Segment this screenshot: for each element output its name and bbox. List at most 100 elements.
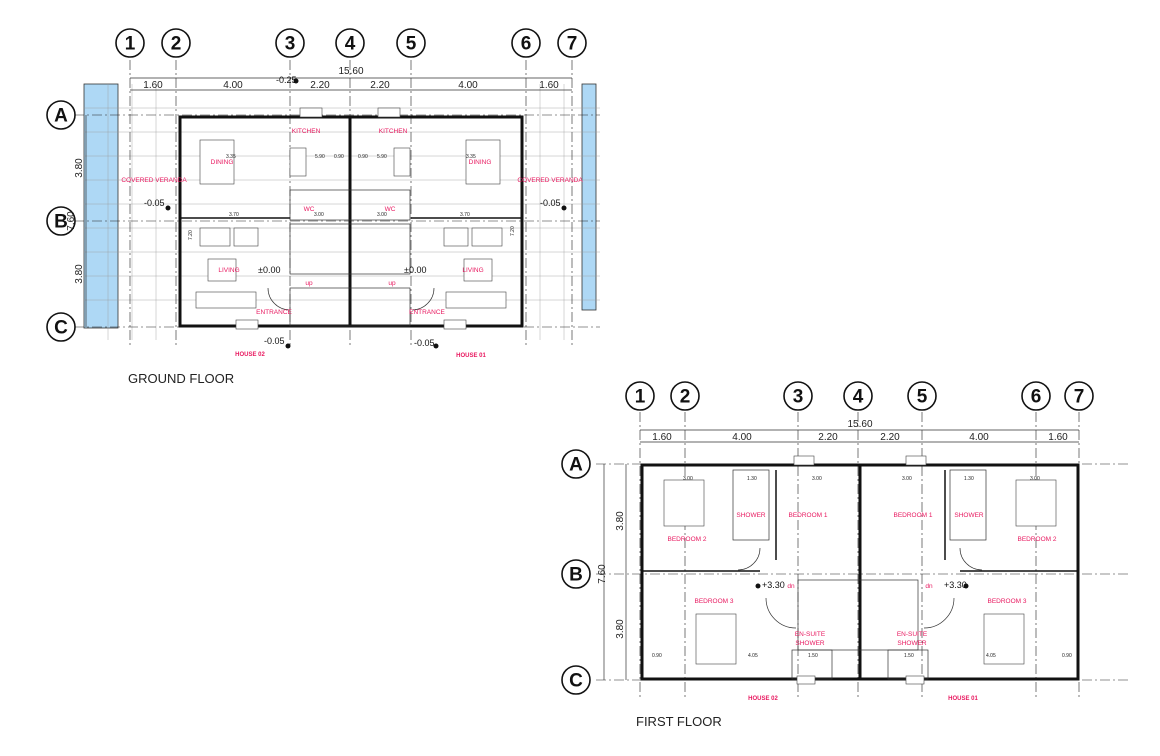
svg-text:3.00: 3.00 <box>683 476 693 482</box>
grid-col-4: 4 <box>345 34 356 55</box>
grid-col-6: 6 <box>521 34 532 55</box>
grid-col-2: 2 <box>171 34 182 55</box>
level-top-step: -0.25 <box>276 75 297 85</box>
first-inner-dimensions: 3.00 3.00 3.00 3.00 1.30 1.30 4.05 4.05 … <box>652 476 1072 659</box>
svg-text:4.05: 4.05 <box>748 653 758 659</box>
svg-text:7.20: 7.20 <box>188 230 194 240</box>
grid-row-A: A <box>54 106 68 127</box>
level-entrance-right: -0.05 <box>414 338 435 348</box>
ground-levels: -0.25 -0.05 -0.05 ±0.00 ±0.00 -0.05 -0.0… <box>144 75 567 349</box>
stair-dn-left: dn <box>787 583 795 590</box>
first-row-markers: A B C <box>561 449 591 695</box>
dim-col-1-2: 1.60 <box>143 80 163 91</box>
dim-col-3-4: 2.20 <box>310 80 330 91</box>
first-grid-col-3: 3 <box>793 387 804 408</box>
room-veranda-right: COVERED VERANDA <box>517 177 583 184</box>
room-living-left: LIVING <box>218 267 239 274</box>
svg-text:3.00: 3.00 <box>812 476 822 482</box>
level-floor-left: ±0.00 <box>258 265 280 275</box>
room-shower-left: SHOWER <box>736 512 766 519</box>
first-grid-row-C: C <box>569 671 583 692</box>
pool-left <box>83 83 119 329</box>
svg-text:2.20: 2.20 <box>880 432 900 443</box>
dim-col-5-6: 4.00 <box>458 80 478 91</box>
first-grid-col-5: 5 <box>917 387 928 408</box>
svg-text:7.20: 7.20 <box>510 226 516 236</box>
first-room-labels: BEDROOM 2 BEDROOM 2 SHOWER SHOWER BEDROO… <box>667 512 1056 702</box>
first-column-markers: 1 2 3 4 5 6 7 <box>625 381 1094 411</box>
first-grid-row-B: B <box>569 565 583 586</box>
room-entrance-right: ENTRANCE <box>409 309 445 316</box>
room-ensuite-right-2: SHOWER <box>897 640 927 647</box>
svg-text:3.70: 3.70 <box>229 212 239 218</box>
svg-text:1.50: 1.50 <box>808 653 818 659</box>
svg-text:3.80: 3.80 <box>615 619 626 639</box>
room-dining-right: DINING <box>469 159 492 166</box>
svg-text:1.50: 1.50 <box>904 653 914 659</box>
svg-text:3.35: 3.35 <box>226 154 236 160</box>
first-levels: +3.30 +3.30 <box>755 580 969 590</box>
grid-col-5: 5 <box>406 34 417 55</box>
stair-up-left: up <box>305 280 313 287</box>
ground-walls <box>178 107 524 330</box>
room-kitchen-right: KITCHEN <box>379 128 408 135</box>
dim-row-B-C: 3.80 <box>74 264 85 284</box>
first-house-label-left: HOUSE 02 <box>748 696 778 702</box>
level-veranda-right: -0.05 <box>540 198 561 208</box>
stair-up-right: up <box>388 280 396 287</box>
svg-text:3.00: 3.00 <box>902 476 912 482</box>
svg-text:7.60: 7.60 <box>597 564 608 584</box>
room-bedroom1-right: BEDROOM 1 <box>893 512 932 519</box>
house-label-left: HOUSE 02 <box>235 352 265 358</box>
ground-room-labels: KITCHEN KITCHEN DINING DINING WC WC COVE… <box>121 128 583 359</box>
grid-row-B: B <box>54 212 68 233</box>
first-level-left: +3.30 <box>762 580 785 590</box>
first-dim-total-width: 15.60 <box>847 419 872 430</box>
dim-total-width: 15.60 <box>338 66 363 77</box>
level-floor-right: ±0.00 <box>404 265 426 275</box>
paving-grid <box>84 84 600 340</box>
level-veranda-left: -0.05 <box>144 198 165 208</box>
room-shower-right: SHOWER <box>954 512 984 519</box>
room-dining-left: DINING <box>211 159 234 166</box>
svg-text:2.20: 2.20 <box>818 432 838 443</box>
room-entrance-left: ENTRANCE <box>256 309 292 316</box>
ground-column-markers: 1 2 3 4 5 6 7 <box>115 28 587 58</box>
svg-text:1.30: 1.30 <box>747 476 757 482</box>
grid-col-7: 7 <box>567 34 578 55</box>
svg-text:3.00: 3.00 <box>314 212 324 218</box>
room-bedroom2-right: BEDROOM 2 <box>1017 536 1056 543</box>
svg-text:1.30: 1.30 <box>964 476 974 482</box>
first-level-right: +3.30 <box>944 580 967 590</box>
first-grid-col-4: 4 <box>853 387 864 408</box>
ground-dimensions: 15.60 1.60 4.00 2.20 2.20 4.00 1.60 3.80… <box>66 66 572 327</box>
ground-inner-dimensions: 5.90 5.90 0.90 0.90 3.35 3.35 3.70 3.70 … <box>188 154 516 240</box>
ground-furniture <box>195 139 507 311</box>
svg-text:5.90: 5.90 <box>315 154 325 160</box>
room-bedroom1-left: BEDROOM 1 <box>788 512 827 519</box>
room-ensuite-right-1: EN-SUITE <box>897 631 928 638</box>
level-entrance-left: -0.05 <box>264 336 285 346</box>
grid-row-C: C <box>54 318 68 339</box>
first-house-label-right: HOUSE 01 <box>948 696 978 702</box>
svg-text:1.60: 1.60 <box>1048 432 1068 443</box>
dim-col-2-3: 4.00 <box>223 80 243 91</box>
svg-text:3.00: 3.00 <box>377 212 387 218</box>
house-label-right: HOUSE 01 <box>456 353 486 359</box>
room-kitchen-left: KITCHEN <box>292 128 321 135</box>
first-dimensions: 15.60 1.60 4.00 2.20 2.20 4.00 1.60 3.80… <box>597 419 1079 680</box>
room-bedroom3-left: BEDROOM 3 <box>694 598 733 605</box>
room-living-right: LIVING <box>462 267 483 274</box>
svg-text:4.00: 4.00 <box>969 432 989 443</box>
first-floor-caption: FIRST FLOOR <box>636 714 722 729</box>
svg-text:0.90: 0.90 <box>652 653 662 659</box>
svg-text:5.90: 5.90 <box>377 154 387 160</box>
first-grid-col-1: 1 <box>635 387 646 408</box>
svg-text:0.90: 0.90 <box>334 154 344 160</box>
first-walls <box>640 455 1080 685</box>
svg-text:3.35: 3.35 <box>466 154 476 160</box>
dim-row-A-B: 3.80 <box>74 158 85 178</box>
ground-floor-plan: 1 2 3 4 5 6 7 A B C 15.60 1.60 4.00 2.20… <box>46 28 600 386</box>
room-ensuite-left-1: EN-SUITE <box>795 631 826 638</box>
